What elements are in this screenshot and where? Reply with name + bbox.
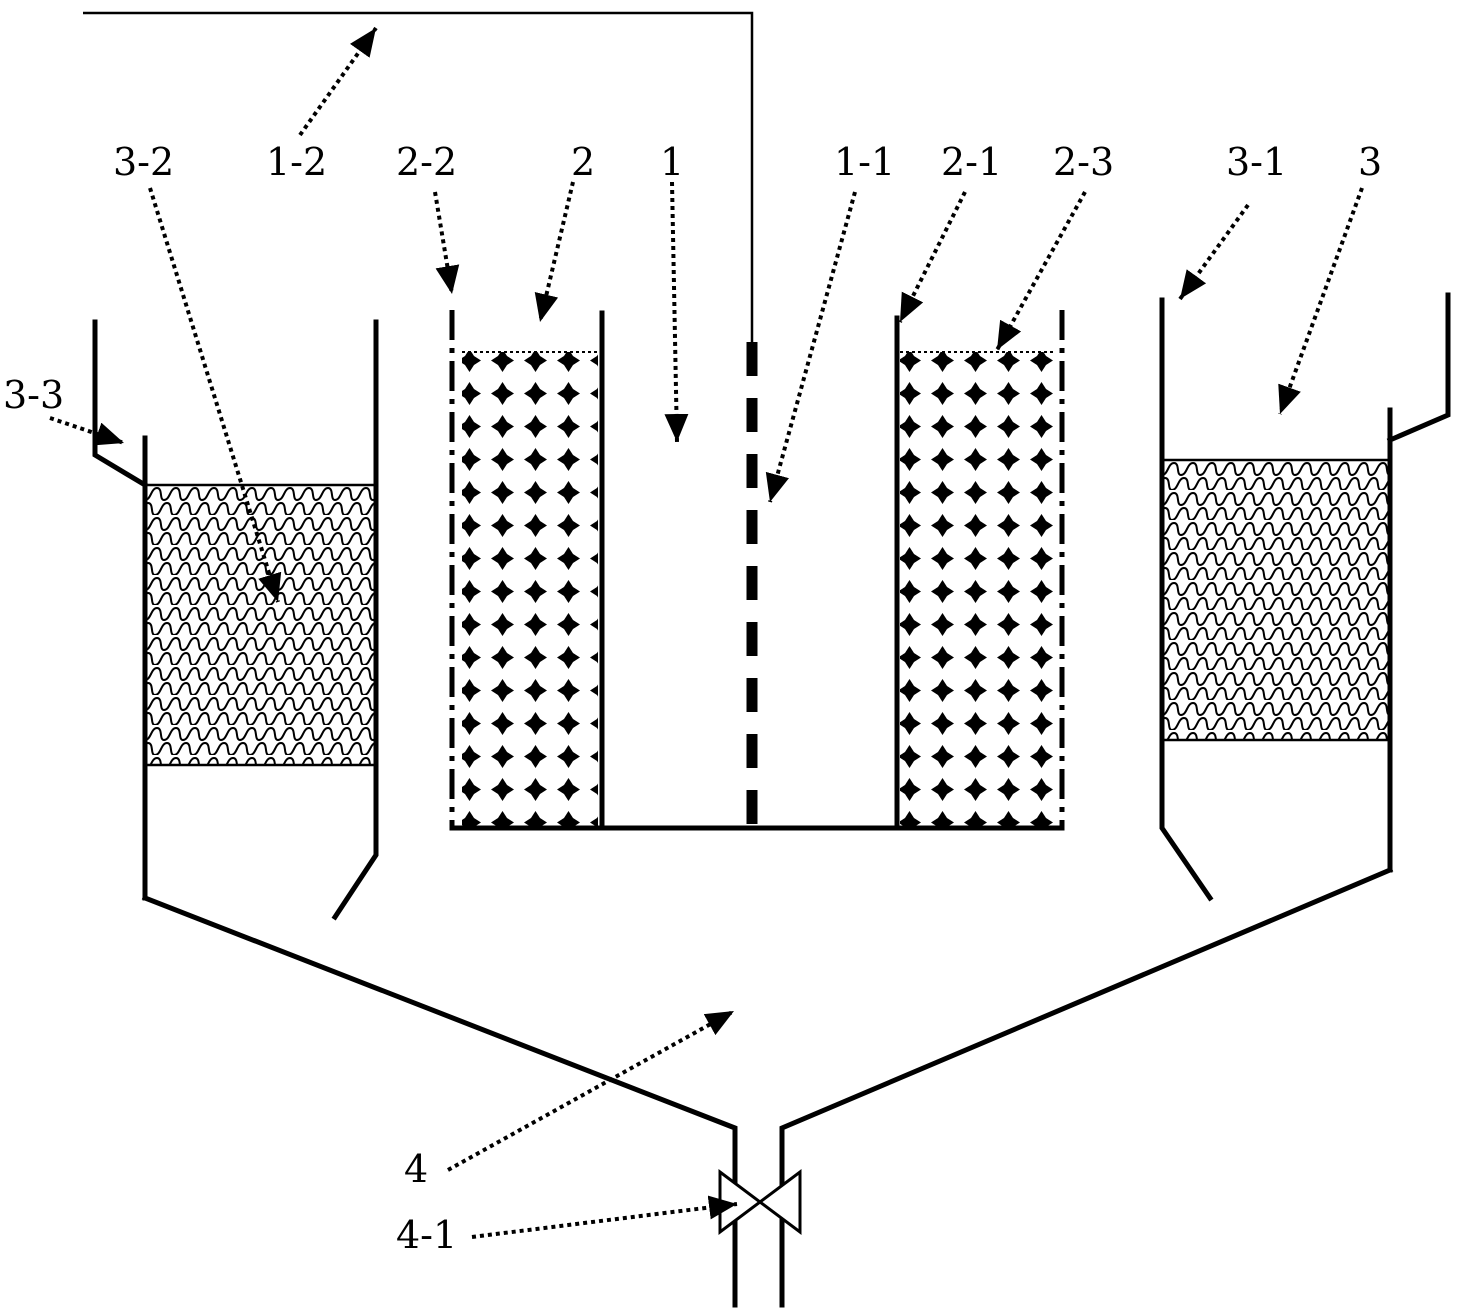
right-vessel: [1159, 292, 1451, 902]
leader-1: [664, 181, 689, 443]
left-vessel: [92, 319, 379, 921]
leader-2-3: [995, 191, 1087, 351]
left-inlet-wall: [92, 319, 149, 489]
filter-bed-left: [143, 483, 378, 767]
label-4: 4: [404, 1147, 428, 1191]
funnel-right: [779, 866, 1394, 1308]
collecting-funnel: [141, 866, 1394, 1308]
leader-1-1: [765, 191, 857, 503]
label-2-1: 2-1: [941, 140, 1002, 184]
leader-4: [447, 1009, 735, 1172]
leader-3-3: [49, 416, 125, 446]
leader-1-2: [298, 26, 378, 137]
central-tank: [449, 310, 1065, 831]
label-3-2: 3-2: [113, 140, 174, 184]
label-2-3: 2-3: [1053, 140, 1114, 184]
leader-3-2: [148, 187, 282, 603]
right-left-wall: [1159, 297, 1214, 902]
label-1-2: 1-2: [266, 140, 327, 184]
filter-bed-right: [1160, 458, 1392, 742]
label-1: 1: [660, 140, 684, 184]
leader-4-1: [471, 1195, 738, 1239]
funnel-left: [141, 894, 738, 1308]
packing-bed-left: [462, 352, 598, 828]
label-1-1: 1-1: [834, 140, 895, 184]
label-3: 3: [1358, 140, 1382, 184]
label-2: 2: [571, 140, 595, 184]
leader-3: [1278, 187, 1364, 415]
leader-2: [534, 181, 575, 323]
leader-3-1: [1178, 203, 1250, 301]
label-3-3: 3-3: [3, 373, 64, 417]
leader-2-1: [898, 191, 967, 323]
leader-2-2: [433, 191, 460, 295]
label-3-1: 3-1: [1226, 140, 1287, 184]
right-inlet-wall: [1386, 292, 1451, 444]
valve-icon: [718, 1169, 802, 1235]
label-4-1: 4-1: [396, 1213, 457, 1257]
left-right-wall: [331, 319, 379, 921]
lead-wire: [83, 11, 754, 342]
label-2-2: 2-2: [396, 140, 457, 184]
packing-bed-right: [900, 352, 1057, 828]
